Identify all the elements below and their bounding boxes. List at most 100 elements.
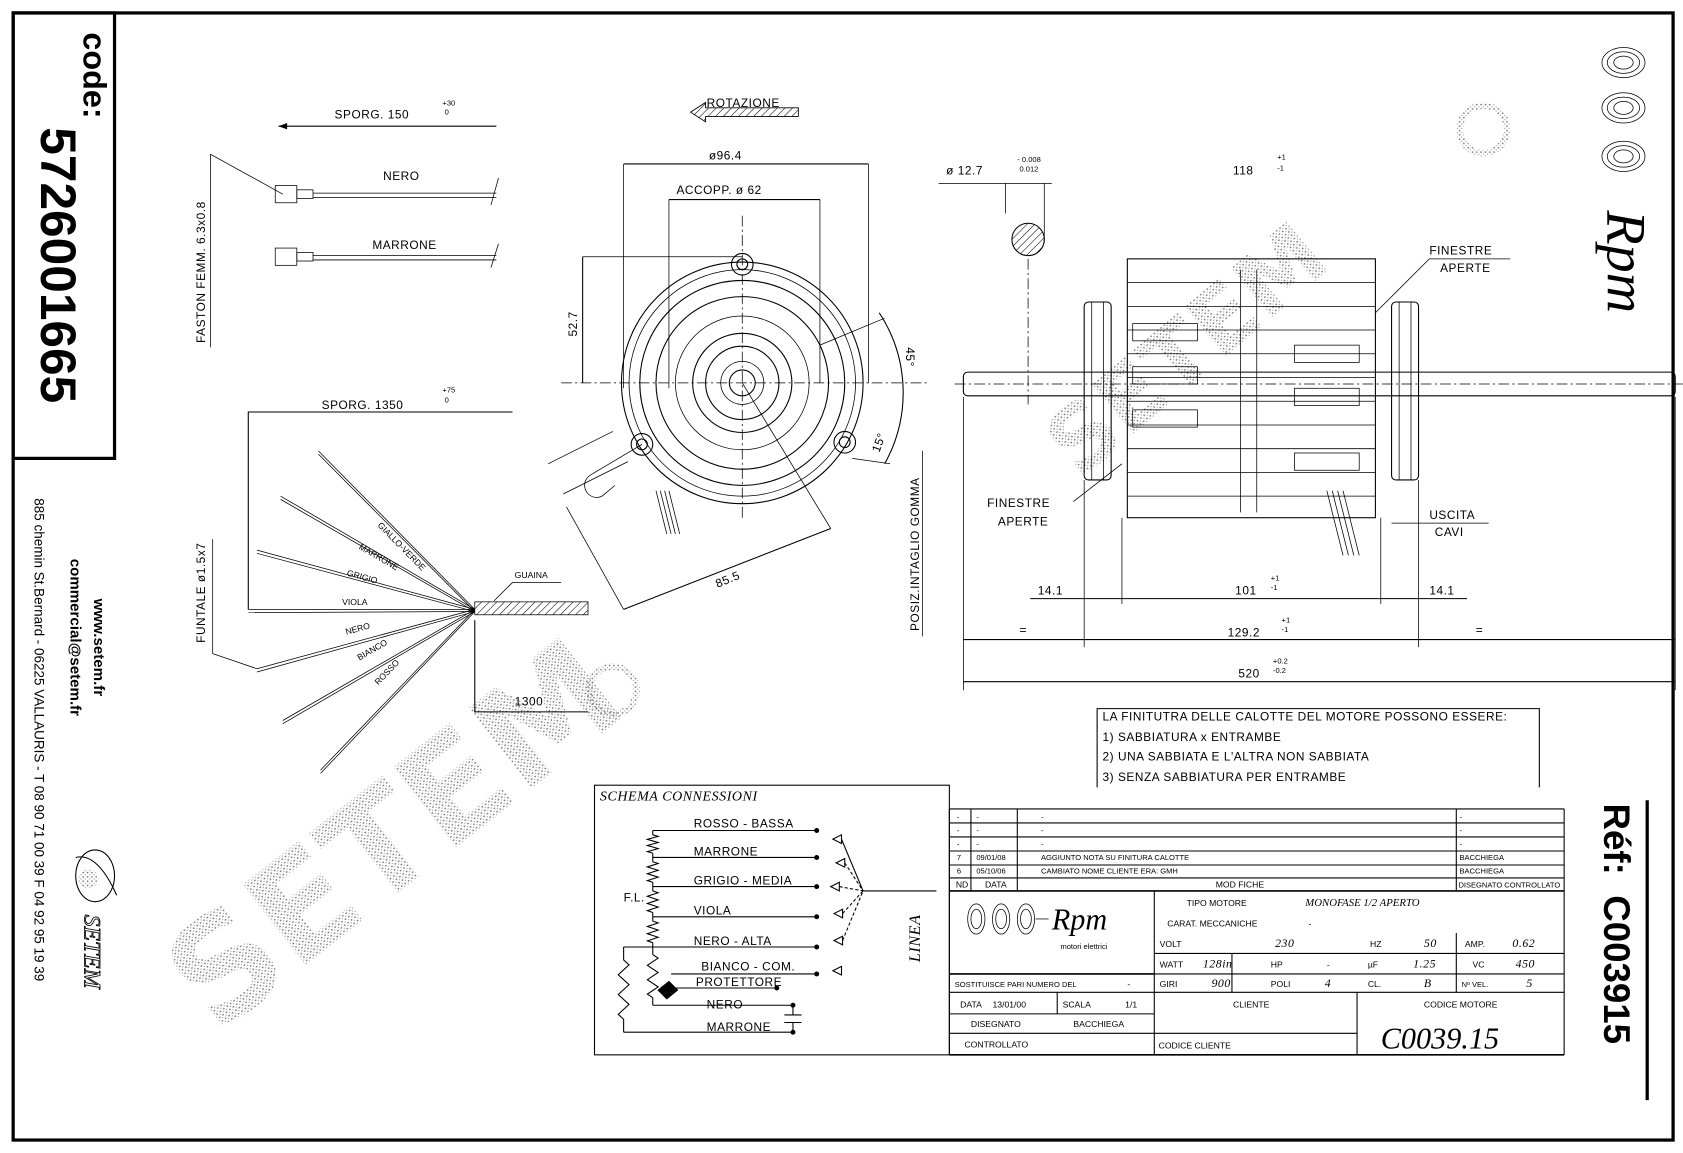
- email[interactable]: commercial@setem.fr: [66, 559, 83, 716]
- finestre-aperte-right: FINESTRE: [1429, 244, 1492, 258]
- codice-motore-label: CODICE MOTORE: [1424, 999, 1498, 1009]
- tipo-motore-value: MONOFASE 1/2 APERTO: [1304, 897, 1419, 909]
- ref-label: Réf:: [1596, 804, 1637, 875]
- volt-value: 230: [1275, 936, 1294, 950]
- dim-85-5: 85.5: [713, 568, 742, 590]
- copyright-watermark-icon: [1456, 102, 1511, 157]
- dim-118: 118: [1233, 164, 1254, 178]
- wire: [256, 609, 475, 670]
- carat-value: -: [1309, 918, 1312, 928]
- schema-wire-label: VIOLA: [694, 904, 732, 918]
- revision-date: -: [976, 826, 979, 835]
- wire: [282, 609, 475, 721]
- hp-value: -: [1327, 959, 1330, 969]
- wire-color-label: MARRONE: [357, 542, 400, 573]
- revision-date: 09/01/08: [976, 853, 1005, 862]
- revision-desc: -: [1041, 840, 1044, 849]
- schema-wire-label: GRIGIO - MEDIA: [694, 873, 792, 887]
- wire-color-label: ROSSO: [372, 657, 401, 687]
- winding-resistor-icon: [645, 861, 660, 883]
- wire: [320, 609, 476, 771]
- wire-edge: [320, 611, 476, 774]
- wire-edge: [282, 611, 475, 725]
- posiz-intaglio-label: POSIZ.INTAGLIO GOMMA: [908, 477, 922, 631]
- faston-connector: [274, 243, 499, 268]
- hdr-disegnato-controllato: DISEGNATO CONTROLLATO: [1458, 881, 1560, 890]
- tipo-motore-label: TIPO MOTORE: [1187, 898, 1247, 908]
- dim-sporg-1350: SPORG. 1350: [322, 398, 404, 412]
- winding-resistor-icon: [617, 959, 630, 1020]
- amp-value: 0.62: [1512, 936, 1535, 950]
- revision-by: BACCHIEGA: [1460, 853, 1505, 862]
- motor-side-view: ø 12.7 - 0.008 0.012 118 +1 -1 FINESTRE …: [938, 153, 1683, 691]
- wire: [256, 549, 475, 610]
- dim-14-1-right: 14.1: [1429, 583, 1454, 597]
- giri-label: GIRI: [1160, 979, 1178, 989]
- revision-row: ----: [957, 826, 1463, 835]
- revision-by: -: [1460, 840, 1463, 849]
- wire-label-nero: NERO: [383, 169, 419, 183]
- thermal-protector-icon: [657, 980, 679, 1000]
- website[interactable]: www.setem.fr: [90, 598, 107, 697]
- note-line: 3) SENZA SABBIATURA PER ENTRAMBE: [1103, 770, 1347, 784]
- revision-date: -: [976, 840, 979, 849]
- revision-desc: AGGIUNTO NOTA SU FINITURA CALOTTE: [1041, 853, 1189, 862]
- rpm-logo-subtitle: motori elettrici: [1060, 942, 1107, 951]
- schema-wire-label: PROTETTORE: [696, 975, 782, 989]
- revision-desc: CAMBIATO NOME CLIENTE ERA: GMH: [1041, 867, 1178, 876]
- finestre-aperte-left: FINESTRE: [987, 496, 1050, 510]
- vent-window: [1294, 452, 1360, 471]
- tol-lower: -1: [1277, 163, 1284, 172]
- wire: [280, 495, 475, 610]
- revision-nd: -: [957, 813, 960, 822]
- dim-equal-right: =: [1476, 623, 1483, 637]
- codice-cliente-label: CODICE CLIENTE: [1159, 1040, 1231, 1050]
- hdr-mod-fiche: MOD FICHE: [1216, 880, 1265, 890]
- finish-notes: LA FINITUTRA DELLE CALOTTE DEL MOTORE PO…: [1096, 708, 1540, 788]
- watt-label: WATT: [1160, 959, 1184, 969]
- revision-desc: -: [1041, 813, 1044, 822]
- note-line: 2) UNA SABBIATA E L'ALTRA NON SABBIATA: [1103, 749, 1370, 763]
- winding-resistor-icon: [646, 954, 660, 999]
- vel-label: Nº VEL.: [1462, 980, 1489, 989]
- revision-date: -: [976, 813, 979, 822]
- poli-value: 4: [1325, 976, 1331, 990]
- vc-label: VC: [1472, 959, 1484, 969]
- setem-watermark-side: SETEM: [1026, 203, 1347, 496]
- revision-by: -: [1460, 826, 1463, 835]
- schema-wire-label: ROSSO - BASSA: [694, 816, 794, 830]
- carat-label: CARAT. MECCANICHE: [1167, 918, 1258, 928]
- disegnato-value: BACCHIEGA: [1073, 1019, 1124, 1029]
- uf-value: 1.25: [1413, 956, 1436, 970]
- setem-watermark: SETEM: [137, 609, 653, 1062]
- tol-lower: 0: [445, 395, 449, 404]
- tol-upper: +0.2: [1273, 656, 1288, 665]
- schema-title: SCHEMA CONNESSIONI: [600, 789, 759, 804]
- product-code: 5726001665: [30, 127, 86, 403]
- uf-label: µF: [1368, 959, 1378, 969]
- cable-sheath: [474, 601, 589, 616]
- hz-label: HZ: [1370, 939, 1381, 949]
- faston-connector: [274, 177, 499, 206]
- shaft-section: [1011, 222, 1045, 257]
- vent-window: [1294, 344, 1360, 363]
- controllato-label: CONTROLLATO: [964, 1039, 1028, 1049]
- terminal-arrow-icon: [832, 908, 844, 919]
- cl-value: B: [1424, 976, 1432, 990]
- tol-upper: +1: [1271, 573, 1280, 582]
- revision-nd: -: [957, 826, 960, 835]
- winding-resistor-icon: [645, 890, 660, 913]
- terminal-arrow-icon: [834, 857, 846, 869]
- scala-value: 1/1: [1125, 999, 1137, 1009]
- hdr-nd: ND: [956, 880, 968, 890]
- tol-upper: - 0.008: [1017, 155, 1041, 164]
- note-line: 1) SABBIATURA x ENTRAMBE: [1103, 730, 1282, 744]
- address: 885 chemin St.Bernard - 06225 VALLAURIS …: [32, 498, 47, 981]
- data-value: 13/01/00: [993, 999, 1027, 1009]
- faston-label: FASTON FEMM. 6.3x0.8: [194, 201, 208, 343]
- giri-value: 900: [1211, 976, 1230, 990]
- revision-desc: -: [1041, 826, 1044, 835]
- dim-14-1-left: 14.1: [1038, 583, 1063, 597]
